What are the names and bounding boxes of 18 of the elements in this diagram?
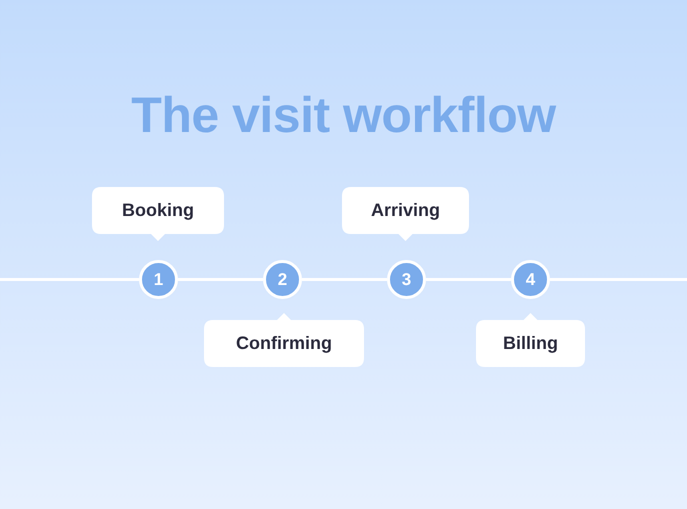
timeline-line bbox=[302, 278, 387, 281]
step-label: Arriving bbox=[370, 199, 440, 222]
speech-bubble bbox=[342, 187, 469, 241]
timeline-line bbox=[426, 278, 511, 281]
step-label: Billing bbox=[503, 332, 558, 355]
speech-bubble bbox=[204, 313, 364, 367]
step-number: 4 bbox=[526, 271, 536, 288]
step-number: 1 bbox=[154, 271, 164, 288]
title: The visit workflow bbox=[131, 90, 556, 140]
step-label: Confirming bbox=[236, 332, 332, 355]
speech-bubble bbox=[476, 313, 585, 367]
timeline-line bbox=[550, 278, 687, 281]
timeline-line bbox=[178, 278, 263, 281]
step-number: 3 bbox=[402, 271, 412, 288]
speech-bubble bbox=[92, 187, 224, 241]
step-number: 2 bbox=[278, 271, 288, 288]
step-label: Booking bbox=[122, 199, 194, 222]
timeline-line bbox=[0, 278, 139, 281]
